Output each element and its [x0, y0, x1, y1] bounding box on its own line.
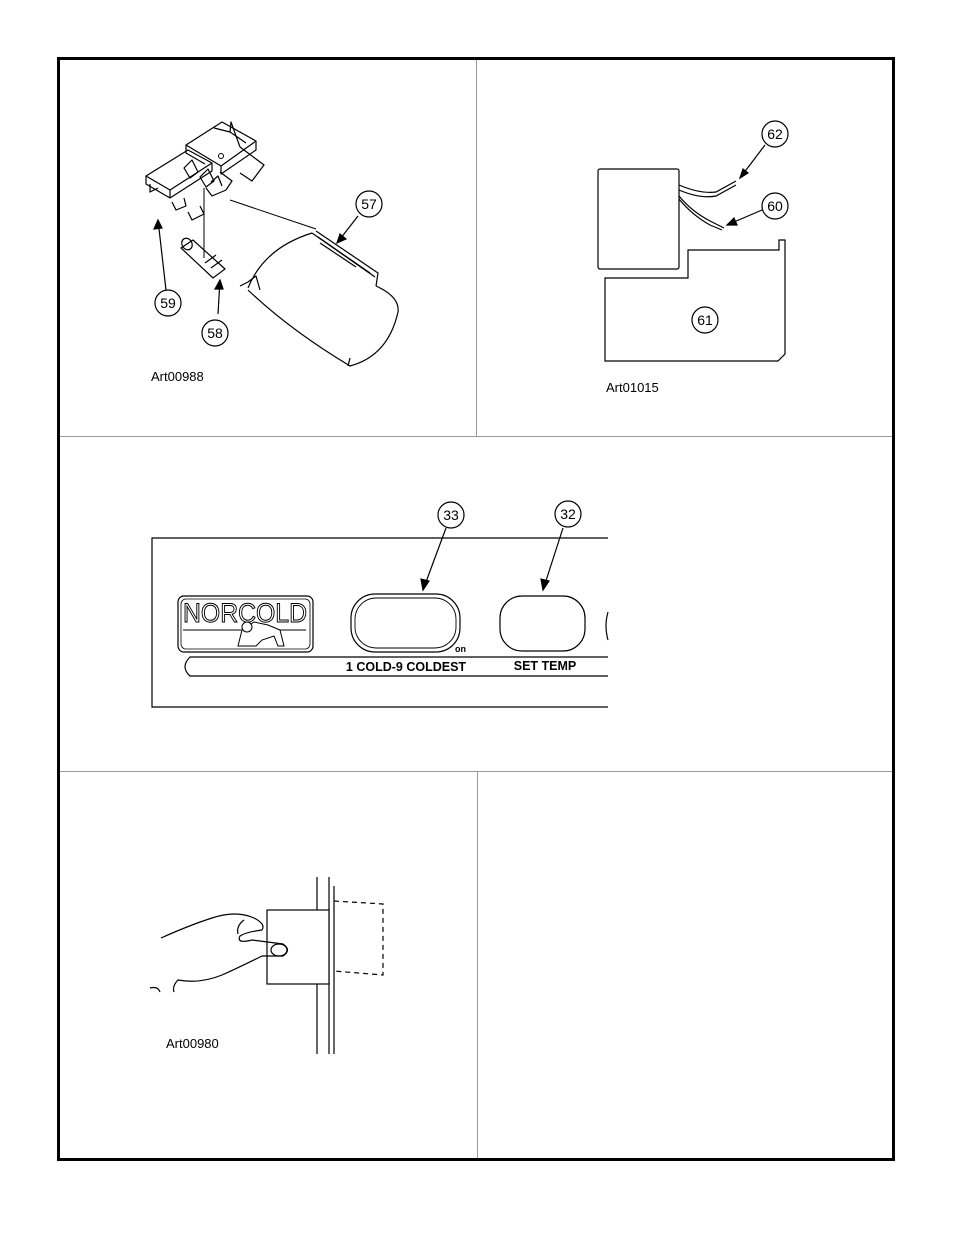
svg-text:32: 32: [560, 506, 576, 522]
callout-33: 33: [437, 501, 465, 529]
svg-text:1 COLD-9 COLDEST: 1 COLD-9 COLDEST: [346, 660, 467, 674]
coldness-button: [350, 593, 461, 653]
callout-61: 61: [691, 306, 719, 334]
callout-58: 58: [201, 319, 229, 347]
divider-lower-horizontal: [60, 771, 892, 772]
norcold-logo: NORCOLD: [177, 595, 314, 653]
callout-32: 32: [554, 500, 582, 528]
divider-top-vertical: [476, 60, 477, 436]
svg-text:58: 58: [207, 325, 223, 341]
svg-text:33: 33: [443, 507, 459, 523]
svg-text:62: 62: [767, 126, 783, 142]
set-temp-button: [499, 595, 586, 652]
svg-text:57: 57: [361, 196, 377, 212]
page-frame: [57, 57, 895, 1161]
svg-text:SET TEMP: SET TEMP: [514, 659, 577, 673]
art-code-label: Art00988: [151, 369, 204, 384]
callout-57: 57: [355, 190, 383, 218]
art-code-label: Art00980: [166, 1036, 219, 1051]
svg-text:61: 61: [697, 312, 713, 328]
callout-60: 60: [761, 192, 789, 220]
art-code-label: Art01015: [606, 380, 659, 395]
callout-59: 59: [154, 289, 182, 317]
divider-upper-horizontal: [60, 436, 892, 437]
svg-text:on: on: [455, 644, 466, 654]
callout-62: 62: [761, 120, 789, 148]
svg-text:60: 60: [767, 198, 783, 214]
divider-bottom-vertical: [477, 771, 478, 1158]
svg-text:59: 59: [160, 295, 176, 311]
